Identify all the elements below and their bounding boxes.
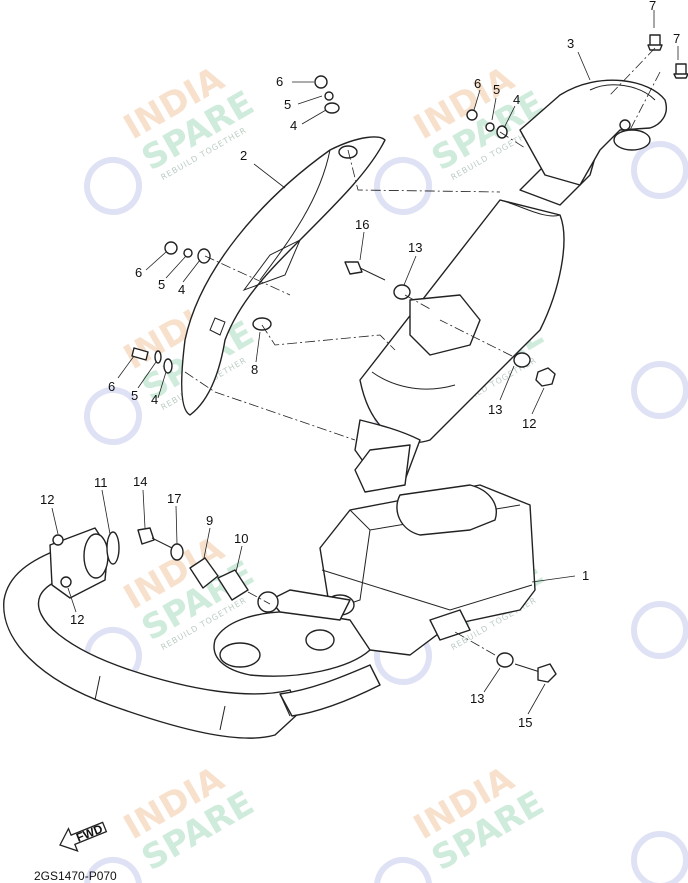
callout-6: 6 — [474, 76, 481, 91]
damper-4 — [324, 102, 340, 114]
callout-3: 3 — [567, 36, 574, 51]
damper-10 — [217, 569, 249, 601]
lower-mount-hardware — [137, 527, 249, 601]
callout-12: 12 — [70, 612, 84, 627]
bolts-7 — [647, 34, 688, 79]
screw-6 — [466, 109, 478, 121]
nut-12 — [535, 367, 556, 387]
callout-4: 4 — [151, 392, 158, 407]
muffler-assembly — [213, 484, 536, 677]
bolt-14 — [137, 527, 155, 545]
collar-5 — [485, 122, 495, 132]
exhaust-header-pipe — [3, 547, 381, 739]
washer-13 — [496, 652, 514, 668]
callout-7: 7 — [649, 0, 656, 13]
bolt-15-set — [496, 652, 557, 683]
callout-6: 6 — [135, 265, 142, 280]
fastener-set-upper-right — [466, 109, 508, 139]
silencer-body — [354, 139, 601, 493]
collar-9 — [189, 557, 219, 589]
fastener-set-lower-left — [131, 347, 173, 374]
callout-4: 4 — [513, 92, 520, 107]
callout-4: 4 — [178, 282, 185, 297]
assembly-lines — [184, 47, 661, 656]
collar-5 — [154, 350, 162, 364]
screw-6 — [314, 75, 328, 89]
callout-6: 6 — [108, 379, 115, 394]
callout-7: 7 — [673, 31, 680, 46]
watermark-logo: INDIA SPARE — [84, 759, 261, 883]
fwd-label: FWD — [74, 821, 105, 844]
callout-14: 14 — [133, 474, 147, 489]
diagram-reference-code: 2GS1470-P070 — [34, 869, 117, 883]
callout-4: 4 — [290, 118, 297, 133]
callout-12: 12 — [40, 492, 54, 507]
stud-bolt-12 — [60, 576, 72, 588]
bolt-16-set — [344, 261, 411, 300]
callout-10: 10 — [234, 531, 248, 546]
watermark-logo: INDIA SPARE REBUILD TOGETHER — [84, 59, 261, 215]
collar-5 — [324, 91, 334, 101]
callout-5: 5 — [158, 277, 165, 292]
damper-4 — [496, 125, 508, 139]
callout-9: 9 — [206, 513, 213, 528]
collar-5 — [183, 248, 193, 258]
grommet-8 — [252, 317, 272, 331]
callout-5: 5 — [131, 388, 138, 403]
watermark-wrench-icon — [631, 141, 688, 199]
leader-lines — [51, 10, 679, 715]
watermark-wrench-icon — [631, 831, 688, 883]
callout-17: 17 — [167, 491, 181, 506]
callout-13: 13 — [488, 402, 502, 417]
watermark-wrench-icon — [631, 601, 688, 659]
fastener-set-mid-left — [164, 241, 211, 264]
washer-13 — [513, 352, 531, 368]
washer-17 — [170, 543, 184, 561]
damper-4 — [163, 358, 173, 374]
callout-8: 8 — [251, 362, 258, 377]
screw-6 — [164, 241, 178, 255]
callout-15: 15 — [518, 715, 532, 730]
callout-16: 16 — [355, 217, 369, 232]
callout-5: 5 — [493, 82, 500, 97]
muffler-bracket — [429, 609, 471, 641]
callout-6: 6 — [276, 74, 283, 89]
bolt-15 — [537, 663, 557, 683]
protector-3 — [519, 79, 667, 186]
forward-arrow-icon: FWD — [59, 821, 108, 852]
nut-12-set — [513, 352, 556, 387]
callout-1: 1 — [582, 568, 589, 583]
watermark-logo: INDIA SPARE — [374, 759, 551, 883]
callout-11: 11 — [94, 475, 108, 490]
callout-2: 2 — [240, 148, 247, 163]
callout-13: 13 — [470, 691, 484, 706]
damper-4 — [197, 248, 211, 264]
callout-12: 12 — [522, 416, 536, 431]
fastener-set-upper-left — [314, 75, 340, 114]
watermark-wrench-icon — [631, 361, 688, 419]
exhaust-flange — [49, 527, 120, 599]
callout-13: 13 — [408, 240, 422, 255]
protector-2 — [181, 136, 386, 416]
stud-bolt-12 — [52, 534, 64, 546]
callout-labels: 1 2 3 4 4 4 4 5 5 5 5 6 6 6 6 7 7 8 9 10… — [40, 0, 680, 730]
gasket-11 — [106, 531, 120, 565]
screw-6 — [131, 347, 149, 361]
callout-5: 5 — [284, 97, 291, 112]
